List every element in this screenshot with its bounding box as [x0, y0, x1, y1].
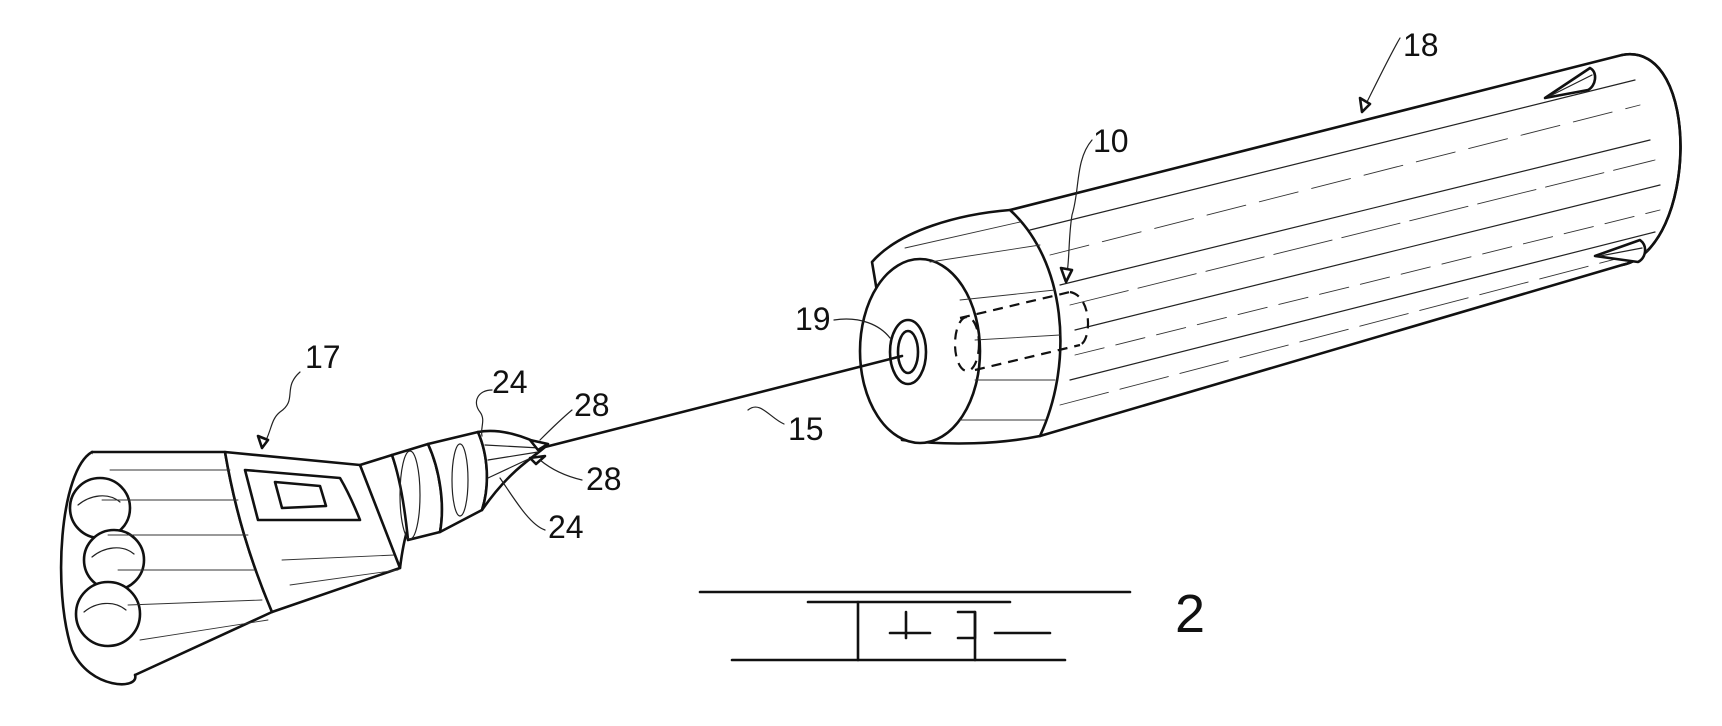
target-vehicle [858, 53, 1682, 445]
label-tether: 15 [788, 411, 824, 447]
label-spacecraft: 17 [305, 339, 341, 375]
reference-numerals: 17 18 10 19 15 24 24 28 28 [305, 27, 1439, 545]
label-booster: 18 [1403, 27, 1439, 63]
hidden-spool [953, 290, 1090, 373]
figure-number: 2 [1175, 584, 1205, 644]
label-nose-fitting: 19 [795, 301, 831, 337]
label-probe-lower: 24 [548, 509, 584, 545]
figure-caption: 2 [698, 584, 1205, 662]
leader-lines [256, 37, 1401, 531]
label-tip-upper: 28 [574, 387, 610, 423]
capsule-shading [101, 469, 399, 641]
label-probe-upper: 24 [492, 364, 528, 400]
label-tip-lower: 28 [586, 461, 622, 497]
tether-line [543, 354, 904, 449]
retro-rockets [68, 476, 146, 648]
rear-vanes [1543, 66, 1647, 264]
cone-shading [904, 221, 1061, 421]
nose-fitting [888, 318, 928, 386]
fig-letterform [698, 590, 1132, 662]
cylinder-shading [1029, 79, 1661, 406]
label-internal-spool: 10 [1093, 123, 1129, 159]
spacecraft [59, 429, 550, 686]
